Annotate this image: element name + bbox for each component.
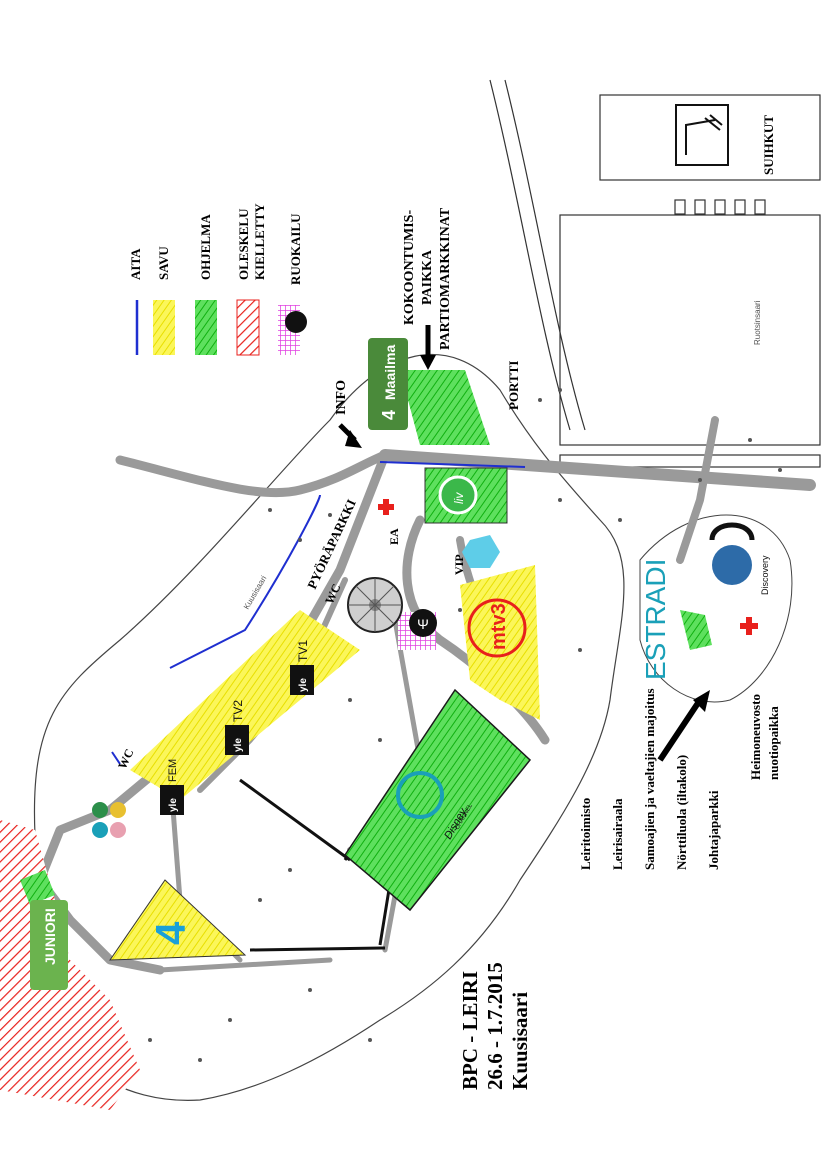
label-ruotsinsaari: Ruotsinsaari <box>753 300 762 345</box>
dining-tent <box>347 577 403 633</box>
smoke-area-yle <box>130 610 360 800</box>
maailma-logo: 4 Maailma <box>368 338 408 430</box>
discovery-text: Discovery <box>760 555 770 595</box>
yle-fem-label: FEM <box>167 759 179 782</box>
fence <box>111 461 526 765</box>
buildings-area <box>489 79 821 468</box>
mtv3-logo: mtv3 <box>467 598 527 658</box>
services-list: Leiritoimisto Leirisairaala Samoajien ja… <box>578 688 721 870</box>
him-circles <box>92 802 126 838</box>
title-line2: 26.6 - 1.7.2015 <box>483 962 507 1090</box>
maailma-num: 4 <box>379 410 399 420</box>
legend-label-savu: SAVU <box>156 246 171 280</box>
legend-forbidden-swatch <box>236 299 260 356</box>
trees <box>148 388 782 1062</box>
yle-tv2-yle: yle <box>233 738 244 752</box>
legend-smoke-swatch <box>153 300 175 355</box>
yle-fem-badge: yle FEM <box>160 759 184 815</box>
label-portti: PORTTI <box>506 361 521 410</box>
label-suihkut: SUIHKUT <box>761 115 776 175</box>
first-aid-icon <box>378 499 758 635</box>
yle-tv2-label: TV2 <box>231 700 245 722</box>
vip-badge <box>462 535 500 568</box>
yle-tv1-yle: yle <box>298 678 309 692</box>
yle-tv2-badge: yle TV2 <box>225 700 249 755</box>
legend-label-kielletty: KIELLETTY <box>252 203 267 280</box>
legend-label-oleskelu: OLESKELU <box>236 208 251 280</box>
food-icon <box>409 609 437 637</box>
program-area-maailma <box>400 370 490 445</box>
yle-fem-yle: yle <box>168 798 179 812</box>
label-vip: VIP <box>452 554 466 575</box>
service-johtajaparkki: Johtajaparkki <box>706 790 721 870</box>
title-line1: BPC - LEIRI <box>458 971 482 1090</box>
program-area-estradi <box>680 610 712 650</box>
juniori-logo: JUNIORI <box>30 900 68 990</box>
label-heimoneuvosto-1: Heimoneuvosto <box>748 694 763 780</box>
smoke-area-four <box>109 879 247 961</box>
label-kokoontumis-3: PARTIOMARKKINAT <box>438 207 453 350</box>
yle-tv1-label: TV1 <box>296 640 310 662</box>
shower-icon <box>675 104 729 166</box>
legend-label-aita: AITA <box>128 248 143 280</box>
service-leirisairaala: Leirisairaala <box>610 798 625 870</box>
discovery-logo: Discovery <box>709 522 770 595</box>
liv-text: liv <box>452 492 466 504</box>
map-title: BPC - LEIRI 26.6 - 1.7.2015 Kuusisaari <box>458 962 532 1090</box>
program-area-juniori <box>20 870 55 905</box>
title-line3: Kuusisaari <box>508 992 532 1090</box>
label-heimoneuvosto-2: nuotiopaikka <box>766 706 781 780</box>
smoke-area-mtv3 <box>460 565 540 720</box>
legend-food-icon <box>285 311 307 333</box>
legend: AITA SAVU OHJELMA OLESKELU KIELLETTY RUO… <box>128 203 307 356</box>
label-kokoontumis-2: PAIKKA <box>420 249 435 305</box>
label-estradi: ESTRADI <box>640 559 671 680</box>
food-icon-glyph: Ψ <box>417 616 429 632</box>
service-majoitus: Samoajien ja vaeltajien majoitus <box>642 688 657 870</box>
juniori-text: JUNIORI <box>42 908 58 965</box>
legend-label-ohjelma: OHJELMA <box>198 214 213 280</box>
arrows <box>338 325 710 762</box>
service-nortiluola: Nörttiluola (iltakolo) <box>674 755 689 870</box>
label-kokoontumis-1: KOKOONTUMIS- <box>402 210 417 325</box>
legend-label-ruokailu: RUOKAILU <box>288 213 303 285</box>
mtv3-text: mtv3 <box>488 603 510 650</box>
four-logo: 4 <box>147 921 194 945</box>
legend-program-swatch <box>195 300 217 355</box>
yle-tv1-badge: yle TV1 <box>290 640 314 695</box>
service-leiritoimisto: Leiritoimisto <box>578 798 593 870</box>
label-ea: EA <box>387 528 401 545</box>
maailma-text: Maailma <box>382 345 398 400</box>
label-info: INFO <box>334 380 349 415</box>
liv-logo: liv <box>438 475 478 515</box>
program-area-disney <box>344 688 532 912</box>
